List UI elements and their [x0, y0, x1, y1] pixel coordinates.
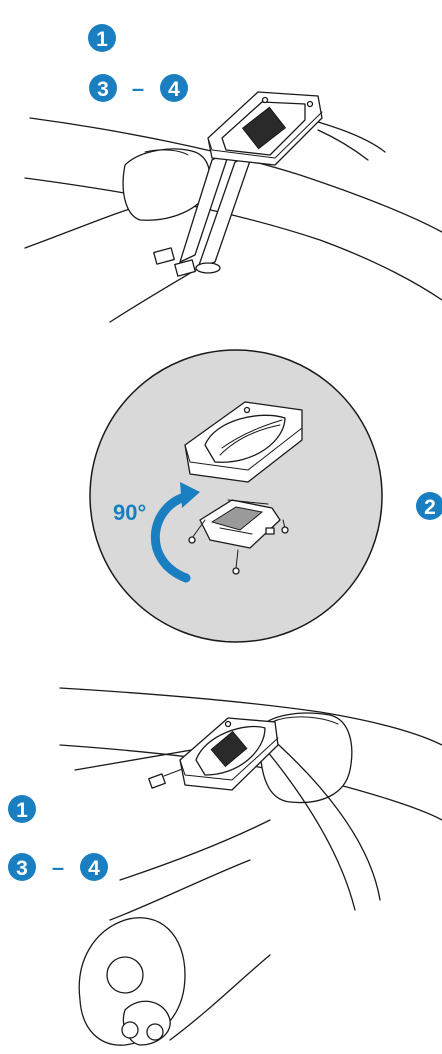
step-badge-1-top: 1 — [88, 24, 116, 52]
cable-b — [257, 739, 356, 911]
detail-screw — [281, 526, 289, 534]
stem-side — [169, 954, 271, 1041]
cable-a — [317, 121, 386, 153]
detail-mount-line — [221, 419, 283, 449]
screw-shaft — [191, 519, 206, 539]
mount-screw — [224, 720, 232, 728]
cable-b — [317, 129, 369, 161]
step-badge-2: 2 — [416, 492, 442, 520]
contact-plate-inner — [210, 506, 264, 531]
mount-screw — [306, 100, 314, 108]
detail-screw — [188, 536, 196, 544]
mount-contact-plate — [210, 730, 248, 768]
rotation-arrow — [150, 491, 193, 583]
contact-tab — [265, 527, 275, 535]
rotation-detail: 90° — [89, 349, 383, 643]
detail-screw — [243, 406, 251, 414]
svg-text:2: 2 — [424, 496, 436, 519]
handlebar-top-edge — [29, 117, 442, 233]
detail-mount-line — [219, 424, 281, 456]
rotation-arrow-head — [180, 482, 200, 508]
step-badge-1-bottom: 1 — [8, 795, 36, 823]
step-badge-4-top: 4 — [160, 74, 188, 102]
step-badge-3-top: 3 — [89, 74, 117, 102]
step-badge-3-bottom: 3 — [8, 853, 36, 881]
step-range-dash-top: – — [132, 76, 144, 101]
detail-screw — [232, 567, 240, 575]
stem-clamp — [259, 712, 353, 804]
mount-side — [179, 737, 279, 781]
strap-loop — [195, 262, 221, 274]
svg-text:1: 1 — [16, 799, 28, 822]
stem-bolt — [146, 1023, 164, 1041]
detail-mount-side — [184, 427, 303, 471]
step-range-dash-bottom: – — [52, 855, 64, 880]
strap-buckle-right — [174, 259, 196, 277]
svg-text:1: 1 — [96, 28, 108, 51]
clamp-detail — [144, 149, 189, 156]
step-badge-4-bottom: 4 — [80, 853, 108, 881]
handlebar-bottom-edge — [24, 177, 442, 301]
mount-side — [207, 111, 323, 159]
contact-plate-line — [219, 527, 253, 535]
stem-bolt — [121, 1021, 139, 1039]
bottom-handlebar-illustration — [59, 687, 442, 1046]
top-handlebar-illustration — [24, 91, 442, 323]
stem-bottom — [119, 819, 271, 881]
strap-buckle-left — [153, 247, 175, 265]
svg-text:3: 3 — [16, 857, 28, 880]
mount-contact-plate — [241, 106, 287, 150]
contact-plate-line — [227, 499, 269, 505]
handlebar-top-edge — [59, 687, 442, 746]
strap-buckle — [148, 773, 166, 789]
detail-circle — [89, 349, 383, 643]
steerer-cap-bolt — [106, 956, 144, 994]
svg-text:3: 3 — [97, 78, 109, 101]
svg-text:4: 4 — [168, 78, 180, 101]
screw-shaft — [235, 549, 239, 569]
svg-text:4: 4 — [88, 857, 100, 880]
clamp-detail — [271, 716, 339, 725]
cable-a — [261, 729, 381, 901]
mount-screw — [261, 96, 269, 104]
stem-side — [109, 859, 251, 921]
rotation-angle-label: 90° — [113, 500, 146, 525]
